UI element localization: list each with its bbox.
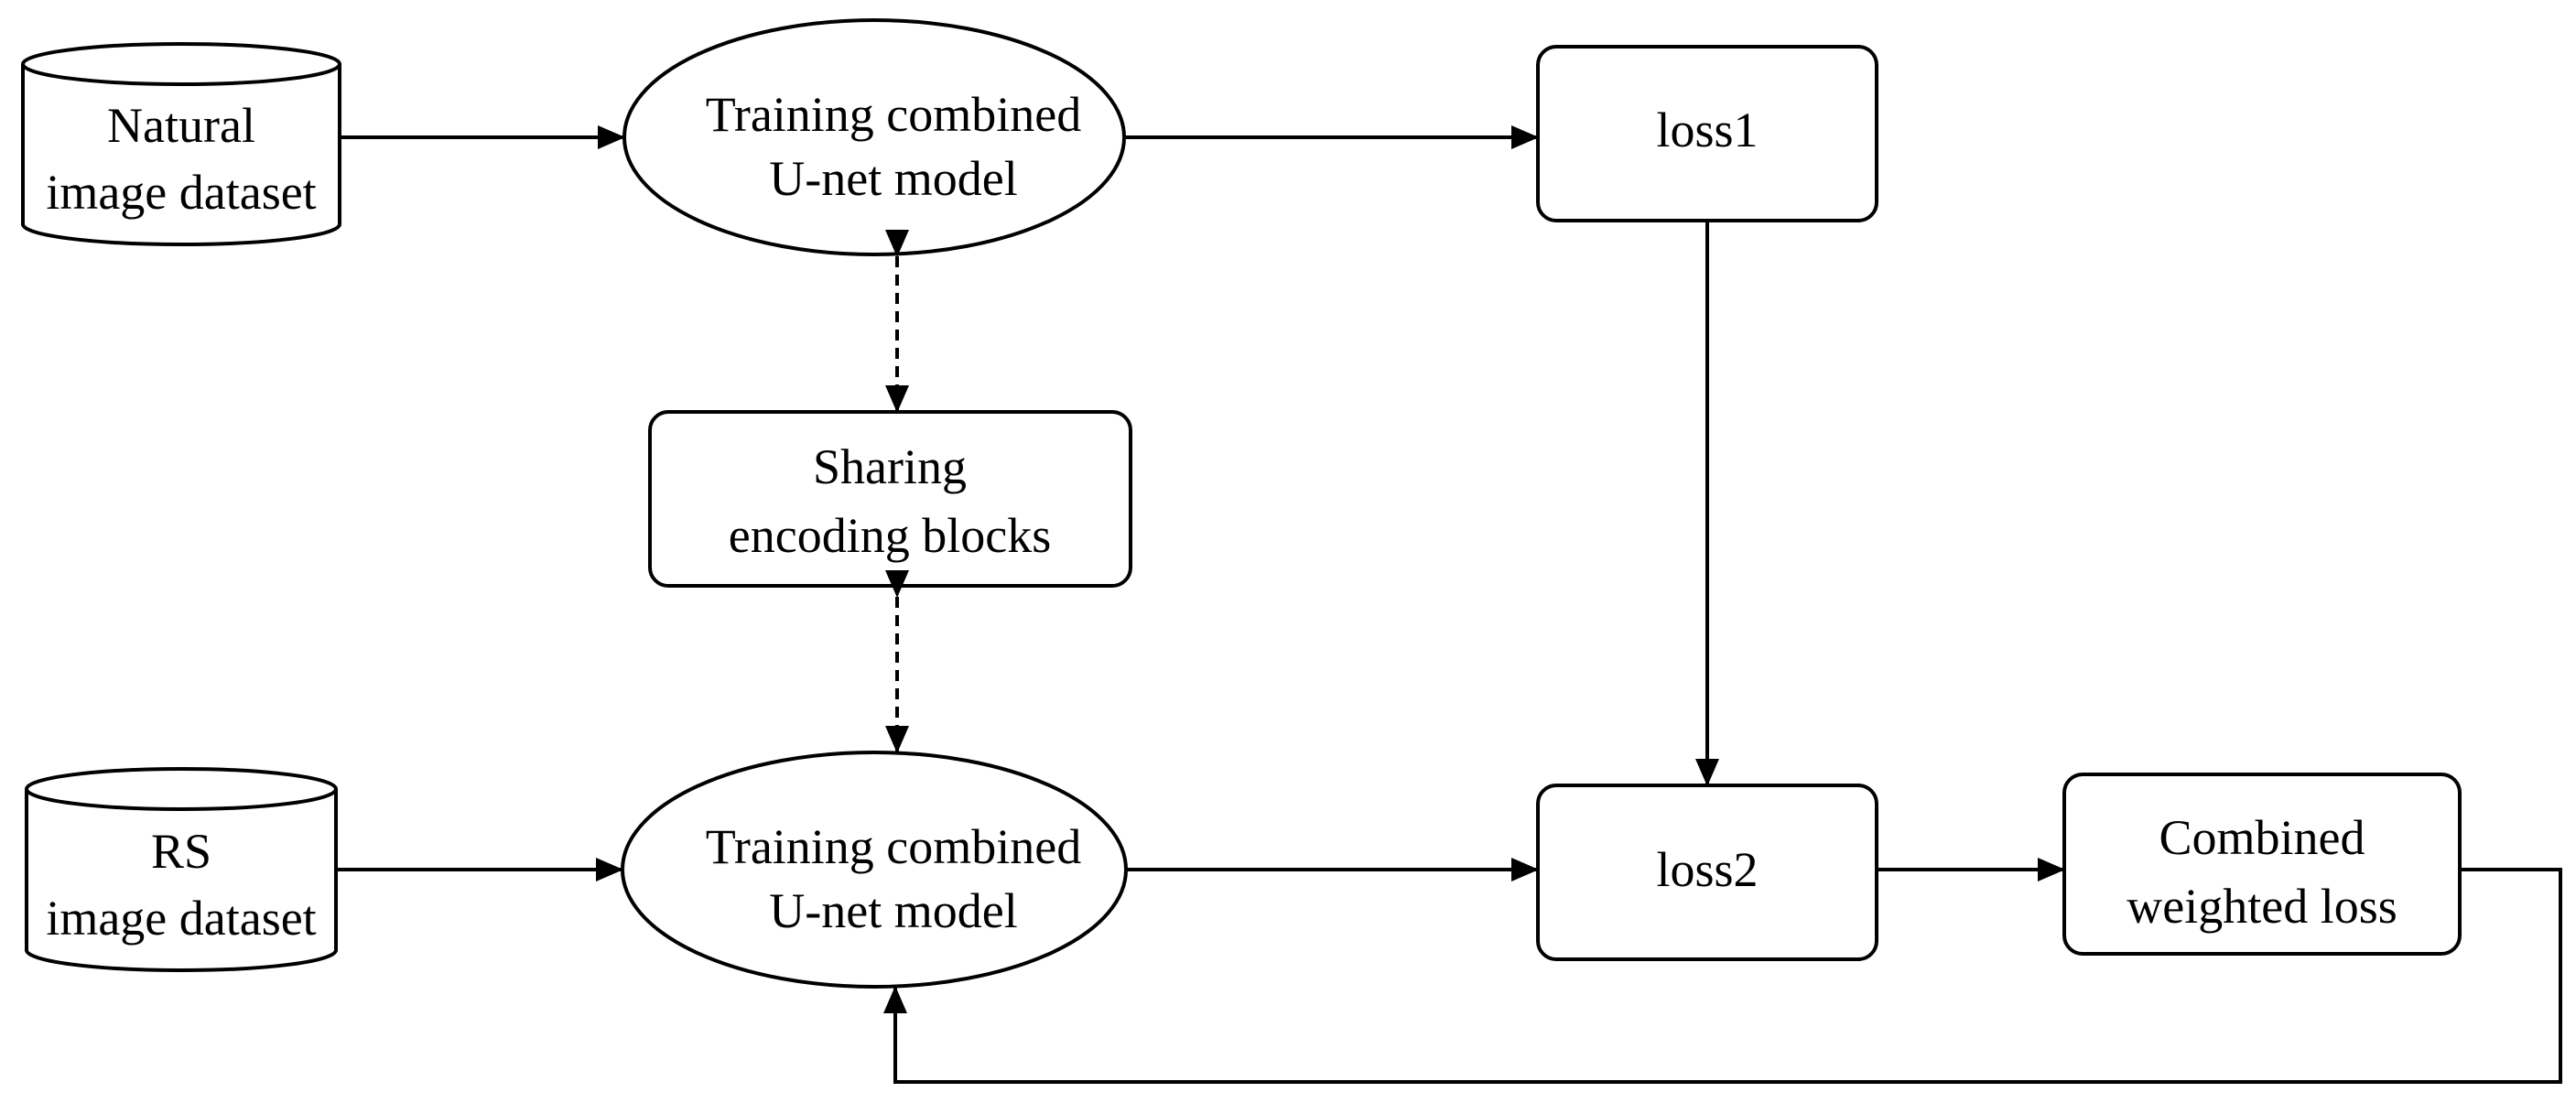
rs-dataset-cylinder-body	[25, 789, 338, 972]
combined-loss-label-line2: weighted loss	[2127, 879, 2397, 934]
natural-dataset-cylinder-body	[21, 64, 341, 246]
training-unet-top-label-line1: Training combined	[706, 87, 1081, 142]
natural-dataset-cylinder-top	[21, 42, 341, 86]
natural-dataset-label-line2: image dataset	[46, 165, 316, 220]
loss1-node: loss1	[1536, 45, 1878, 222]
sharing-label-line1: Sharing	[813, 439, 967, 494]
training-unet-top-label-line2: U-net model	[769, 151, 1017, 206]
loss2-node: loss2	[1536, 784, 1878, 961]
sharing-label-line2: encoding blocks	[729, 508, 1051, 563]
sharing-encoding-blocks-node: Sharing encoding blocks	[648, 410, 1132, 588]
training-unet-bottom-label-line2: U-net model	[769, 883, 1017, 938]
training-unet-bottom-node: Training combined U-net model	[621, 751, 1128, 989]
rs-dataset-label-line2: image dataset	[46, 891, 316, 946]
combined-weighted-loss-node: Combined weighted loss	[2062, 773, 2462, 956]
training-unet-bottom-label-line1: Training combined	[706, 819, 1081, 874]
rs-dataset-cylinder-top	[25, 767, 338, 811]
loss2-label: loss2	[1656, 842, 1758, 897]
arrow-combined-feedback-to-training-bottom	[883, 868, 2562, 1084]
loss1-label: loss1	[1656, 103, 1758, 157]
combined-loss-label-line1: Combined	[2159, 810, 2365, 865]
training-unet-top-node: Training combined U-net model	[622, 18, 1126, 256]
natural-dataset-label-line1: Natural	[107, 98, 255, 153]
rs-dataset-label-line1: RS	[151, 824, 211, 879]
natural-image-dataset-node: Natural image dataset	[21, 42, 341, 246]
rs-image-dataset-node: RS image dataset	[25, 767, 338, 972]
